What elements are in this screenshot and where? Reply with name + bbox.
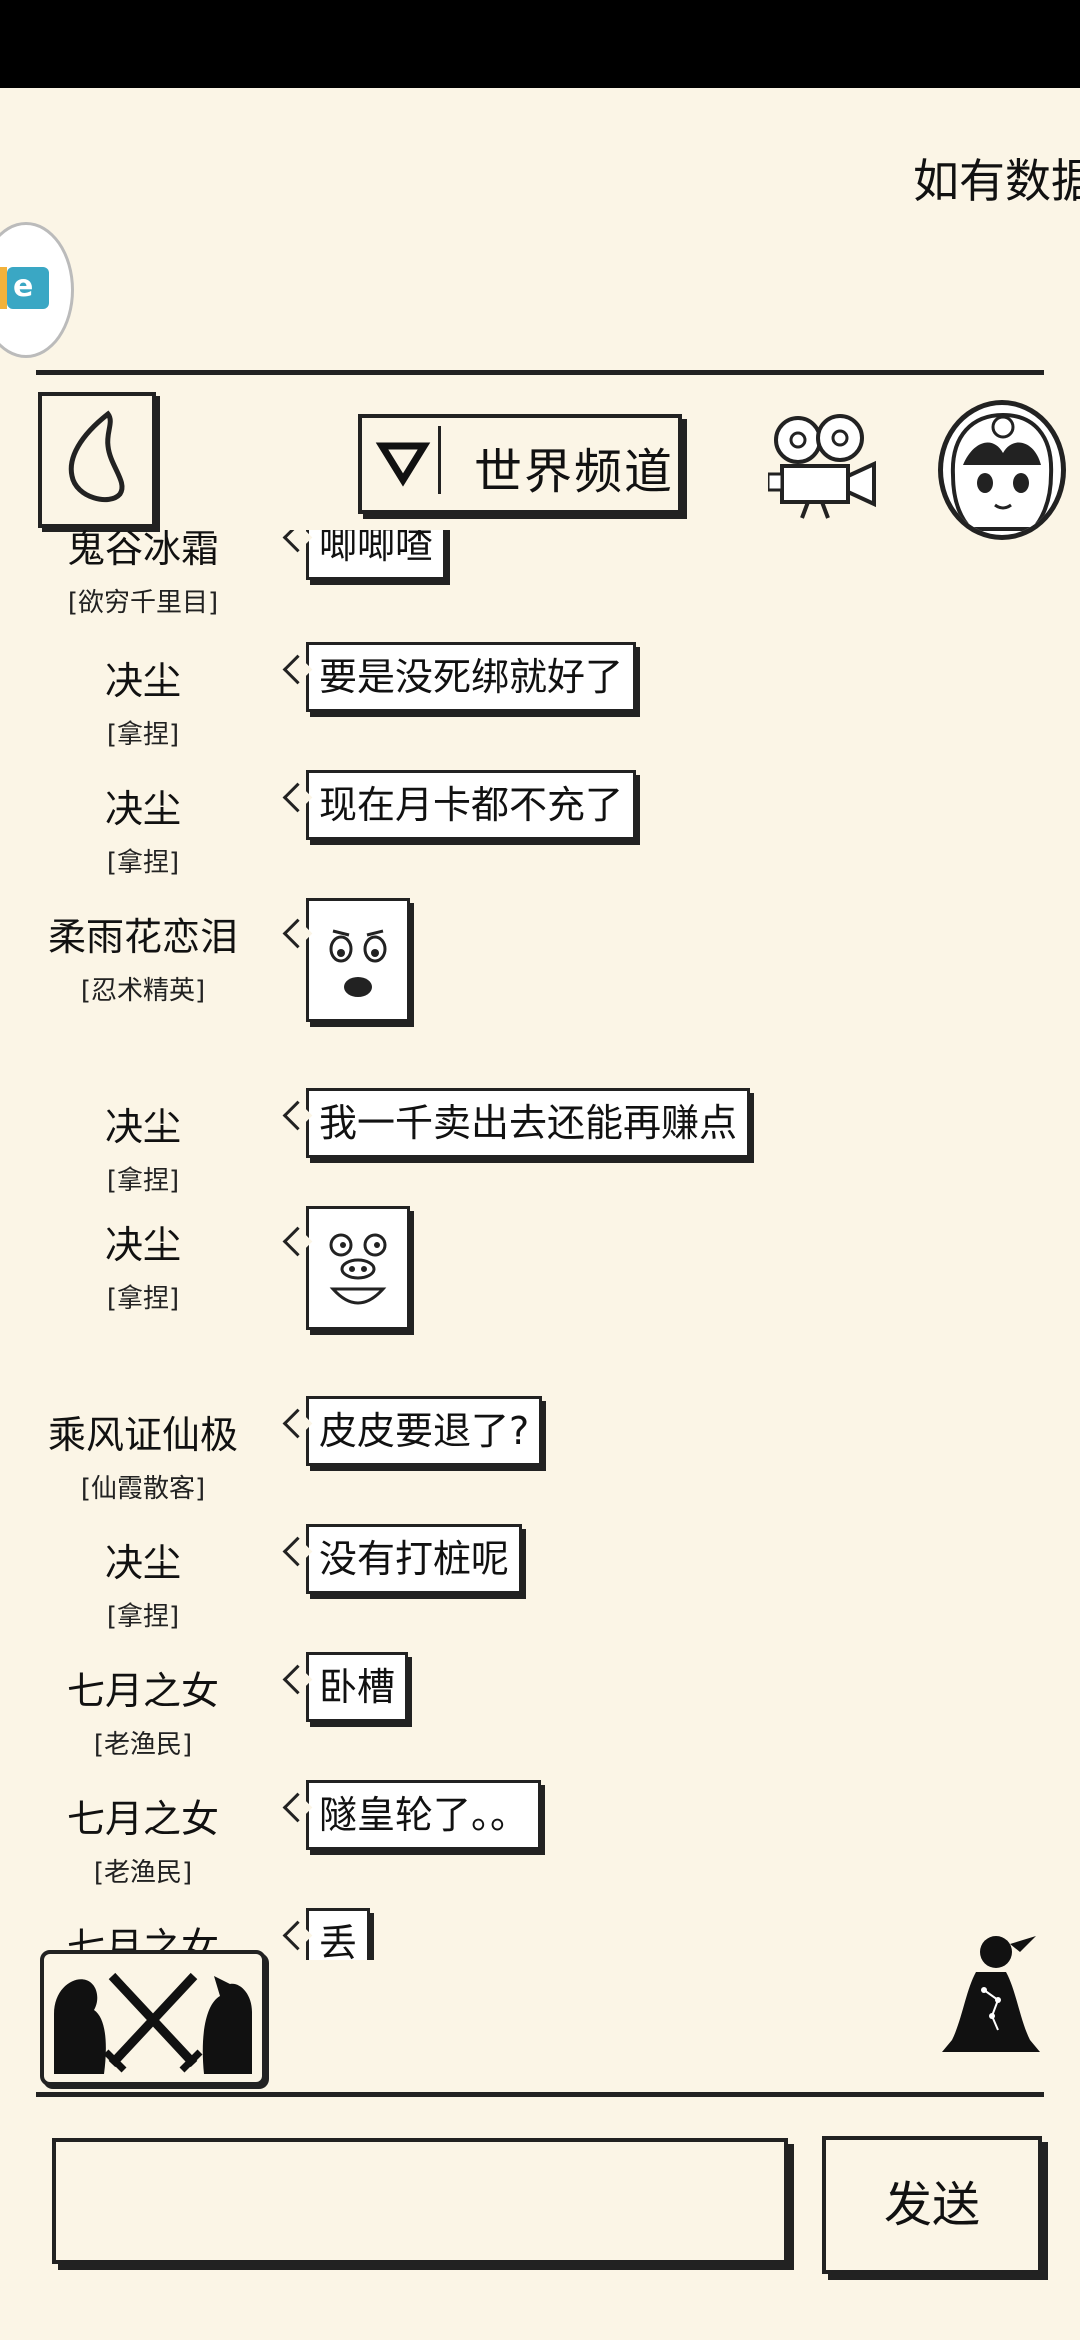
message-bubble: 唧唧喳	[306, 530, 447, 580]
sender-title: [拿捏]	[106, 1602, 180, 1632]
sender-title: [仙霞散客]	[80, 1474, 206, 1504]
message-bubble: 我一千卖出去还能再赚点	[306, 1088, 751, 1158]
sender-name[interactable]: 七月之女	[66, 1797, 219, 1841]
sender-title: [老渔民]	[93, 1858, 193, 1888]
sender-name[interactable]: 决尘	[104, 1541, 181, 1585]
divider-bottom	[36, 2092, 1044, 2097]
sender-name[interactable]: 决尘	[104, 1105, 181, 1149]
sender-title: [拿捏]	[106, 1284, 180, 1314]
meditating-figure-icon[interactable]	[936, 1930, 1046, 2060]
sender-name[interactable]: 七月之女	[66, 1669, 219, 1713]
sender-title: [老渔民]	[93, 1730, 193, 1760]
marquee-notice: 如有数据	[913, 154, 1080, 208]
girl-avatar[interactable]	[938, 400, 1066, 540]
status-bar	[0, 0, 1080, 88]
back-arrow-icon	[68, 410, 125, 503]
app-logo-icon[interactable]: e	[0, 222, 74, 358]
divider-top	[36, 370, 1044, 375]
message-bubble: 丢	[306, 1908, 371, 1960]
message-bubble: 没有打桩呢	[306, 1524, 523, 1594]
back-button[interactable]	[38, 392, 156, 528]
sender-title: [拿捏]	[106, 1166, 180, 1196]
sender-name[interactable]: 柔雨花恋泪	[47, 915, 238, 959]
sender-name[interactable]: 决尘	[104, 1223, 181, 1267]
message-bubble: 皮皮要退了?	[306, 1396, 543, 1466]
message-bubble: 隧皇轮了。。	[306, 1780, 542, 1850]
surprised-face-sticker	[306, 898, 410, 1022]
channel-selector[interactable]: 世界频道	[358, 414, 682, 514]
sender-title: [欲穷千里目]	[67, 588, 219, 618]
crossed-swords-duel-icon	[54, 1972, 252, 2074]
duel-button[interactable]	[40, 1950, 266, 2086]
sender-name[interactable]: 鬼谷冰霜	[66, 530, 219, 571]
message-bubble: 要是没死绑就好了	[306, 642, 637, 712]
sender-name[interactable]: 乘风证仙极	[47, 1413, 238, 1457]
sender-title: [拿捏]	[106, 848, 180, 878]
sender-title: [拿捏]	[106, 720, 180, 750]
sender-name[interactable]: 决尘	[104, 659, 181, 703]
triangle-down-icon	[368, 426, 441, 494]
sender-name[interactable]: 决尘	[104, 787, 181, 831]
movie-camera-icon[interactable]	[766, 408, 884, 524]
message-bubble: 卧槽	[306, 1652, 409, 1722]
chat-message-list[interactable]: 鬼谷冰霜 [欲穷千里目] 唧唧喳 决尘 [拿捏] 要是没死绑就好了 决尘 [拿捏…	[0, 530, 1080, 1960]
send-button[interactable]: 发送	[822, 2136, 1042, 2274]
sender-title: [忍术精英]	[80, 976, 206, 1006]
message-bubble: 现在月卡都不充了	[306, 770, 637, 840]
channel-label: 世界频道	[474, 444, 675, 500]
message-input[interactable]	[52, 2138, 788, 2264]
pig-face-sticker	[306, 1206, 410, 1330]
